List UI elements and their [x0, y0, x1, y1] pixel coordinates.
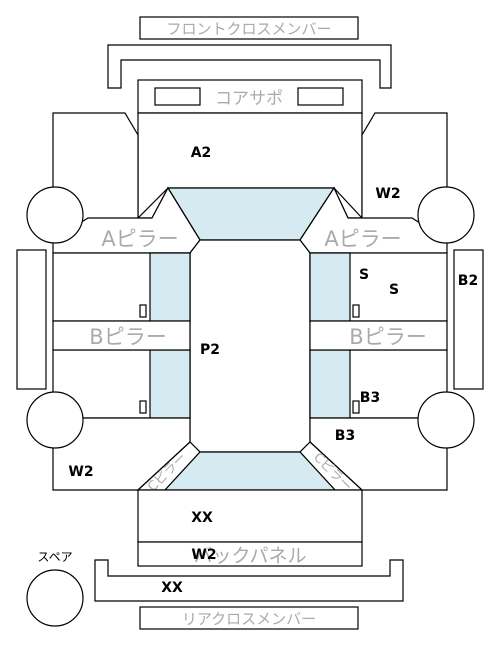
right-rear-door-handle	[352, 400, 360, 414]
damage-mark-roof: P2	[200, 342, 220, 358]
back-panel-label: バックパネル	[193, 545, 306, 567]
front-bumper[interactable]	[107, 44, 392, 89]
b-pillar-right-label: Bピラー	[349, 325, 426, 349]
right-front-window[interactable]	[309, 252, 351, 322]
left-front-wheel[interactable]	[26, 186, 84, 244]
back-panel[interactable]	[137, 541, 363, 567]
damage-mark-hood: A2	[191, 145, 212, 161]
core-support-right-slot	[297, 87, 344, 106]
spare-label: スペア	[37, 550, 72, 564]
front-cross-member-box[interactable]	[139, 16, 359, 40]
damage-mark-left-rear-fender: W2	[68, 464, 93, 480]
rear-bumper[interactable]	[94, 559, 404, 602]
damage-mark-back-panel: W2	[191, 547, 216, 563]
damage-mark-right-front-door-2: S	[389, 282, 399, 298]
a-pillar-left-label: Aピラー	[101, 227, 178, 251]
a-pillar-right-label: Aピラー	[324, 227, 401, 251]
b-pillar-left[interactable]	[52, 320, 191, 351]
rear-cross-member-box[interactable]	[139, 606, 359, 630]
left-front-door-handle	[139, 304, 147, 318]
core-support-left-slot	[154, 87, 201, 106]
damage-mark-trunk: XX	[191, 510, 213, 526]
left-rear-door-handle	[139, 400, 147, 414]
right-front-door-handle	[352, 304, 360, 318]
core-support-label: コアサポ	[215, 89, 283, 109]
left-rocker-panel[interactable]	[16, 249, 47, 390]
spare-tire[interactable]	[26, 569, 84, 627]
damage-mark-right-front-door: S	[359, 267, 369, 283]
damage-mark-rear-bumper: XX	[161, 580, 183, 596]
damage-mark-right-front-fender: W2	[375, 186, 400, 202]
b-pillar-right[interactable]	[309, 320, 448, 351]
damage-mark-right-rocker: B2	[458, 273, 478, 289]
right-rear-window[interactable]	[309, 349, 351, 419]
front-cross-member-label: フロントクロスメンバー	[166, 20, 331, 38]
right-front-wheel[interactable]	[417, 186, 475, 244]
damage-mark-right-rear-door: B3	[360, 390, 380, 406]
left-front-window[interactable]	[149, 252, 191, 322]
right-rear-wheel[interactable]	[417, 391, 475, 449]
trunk[interactable]	[137, 489, 363, 543]
damage-mark-right-rear-fender: B3	[335, 428, 355, 444]
left-rear-window[interactable]	[149, 349, 191, 419]
b-pillar-left-label: Bピラー	[89, 325, 166, 349]
left-rear-wheel[interactable]	[26, 391, 84, 449]
rear-cross-member-label: リアクロスメンバー	[182, 610, 316, 628]
right-rocker-panel[interactable]	[453, 249, 484, 390]
